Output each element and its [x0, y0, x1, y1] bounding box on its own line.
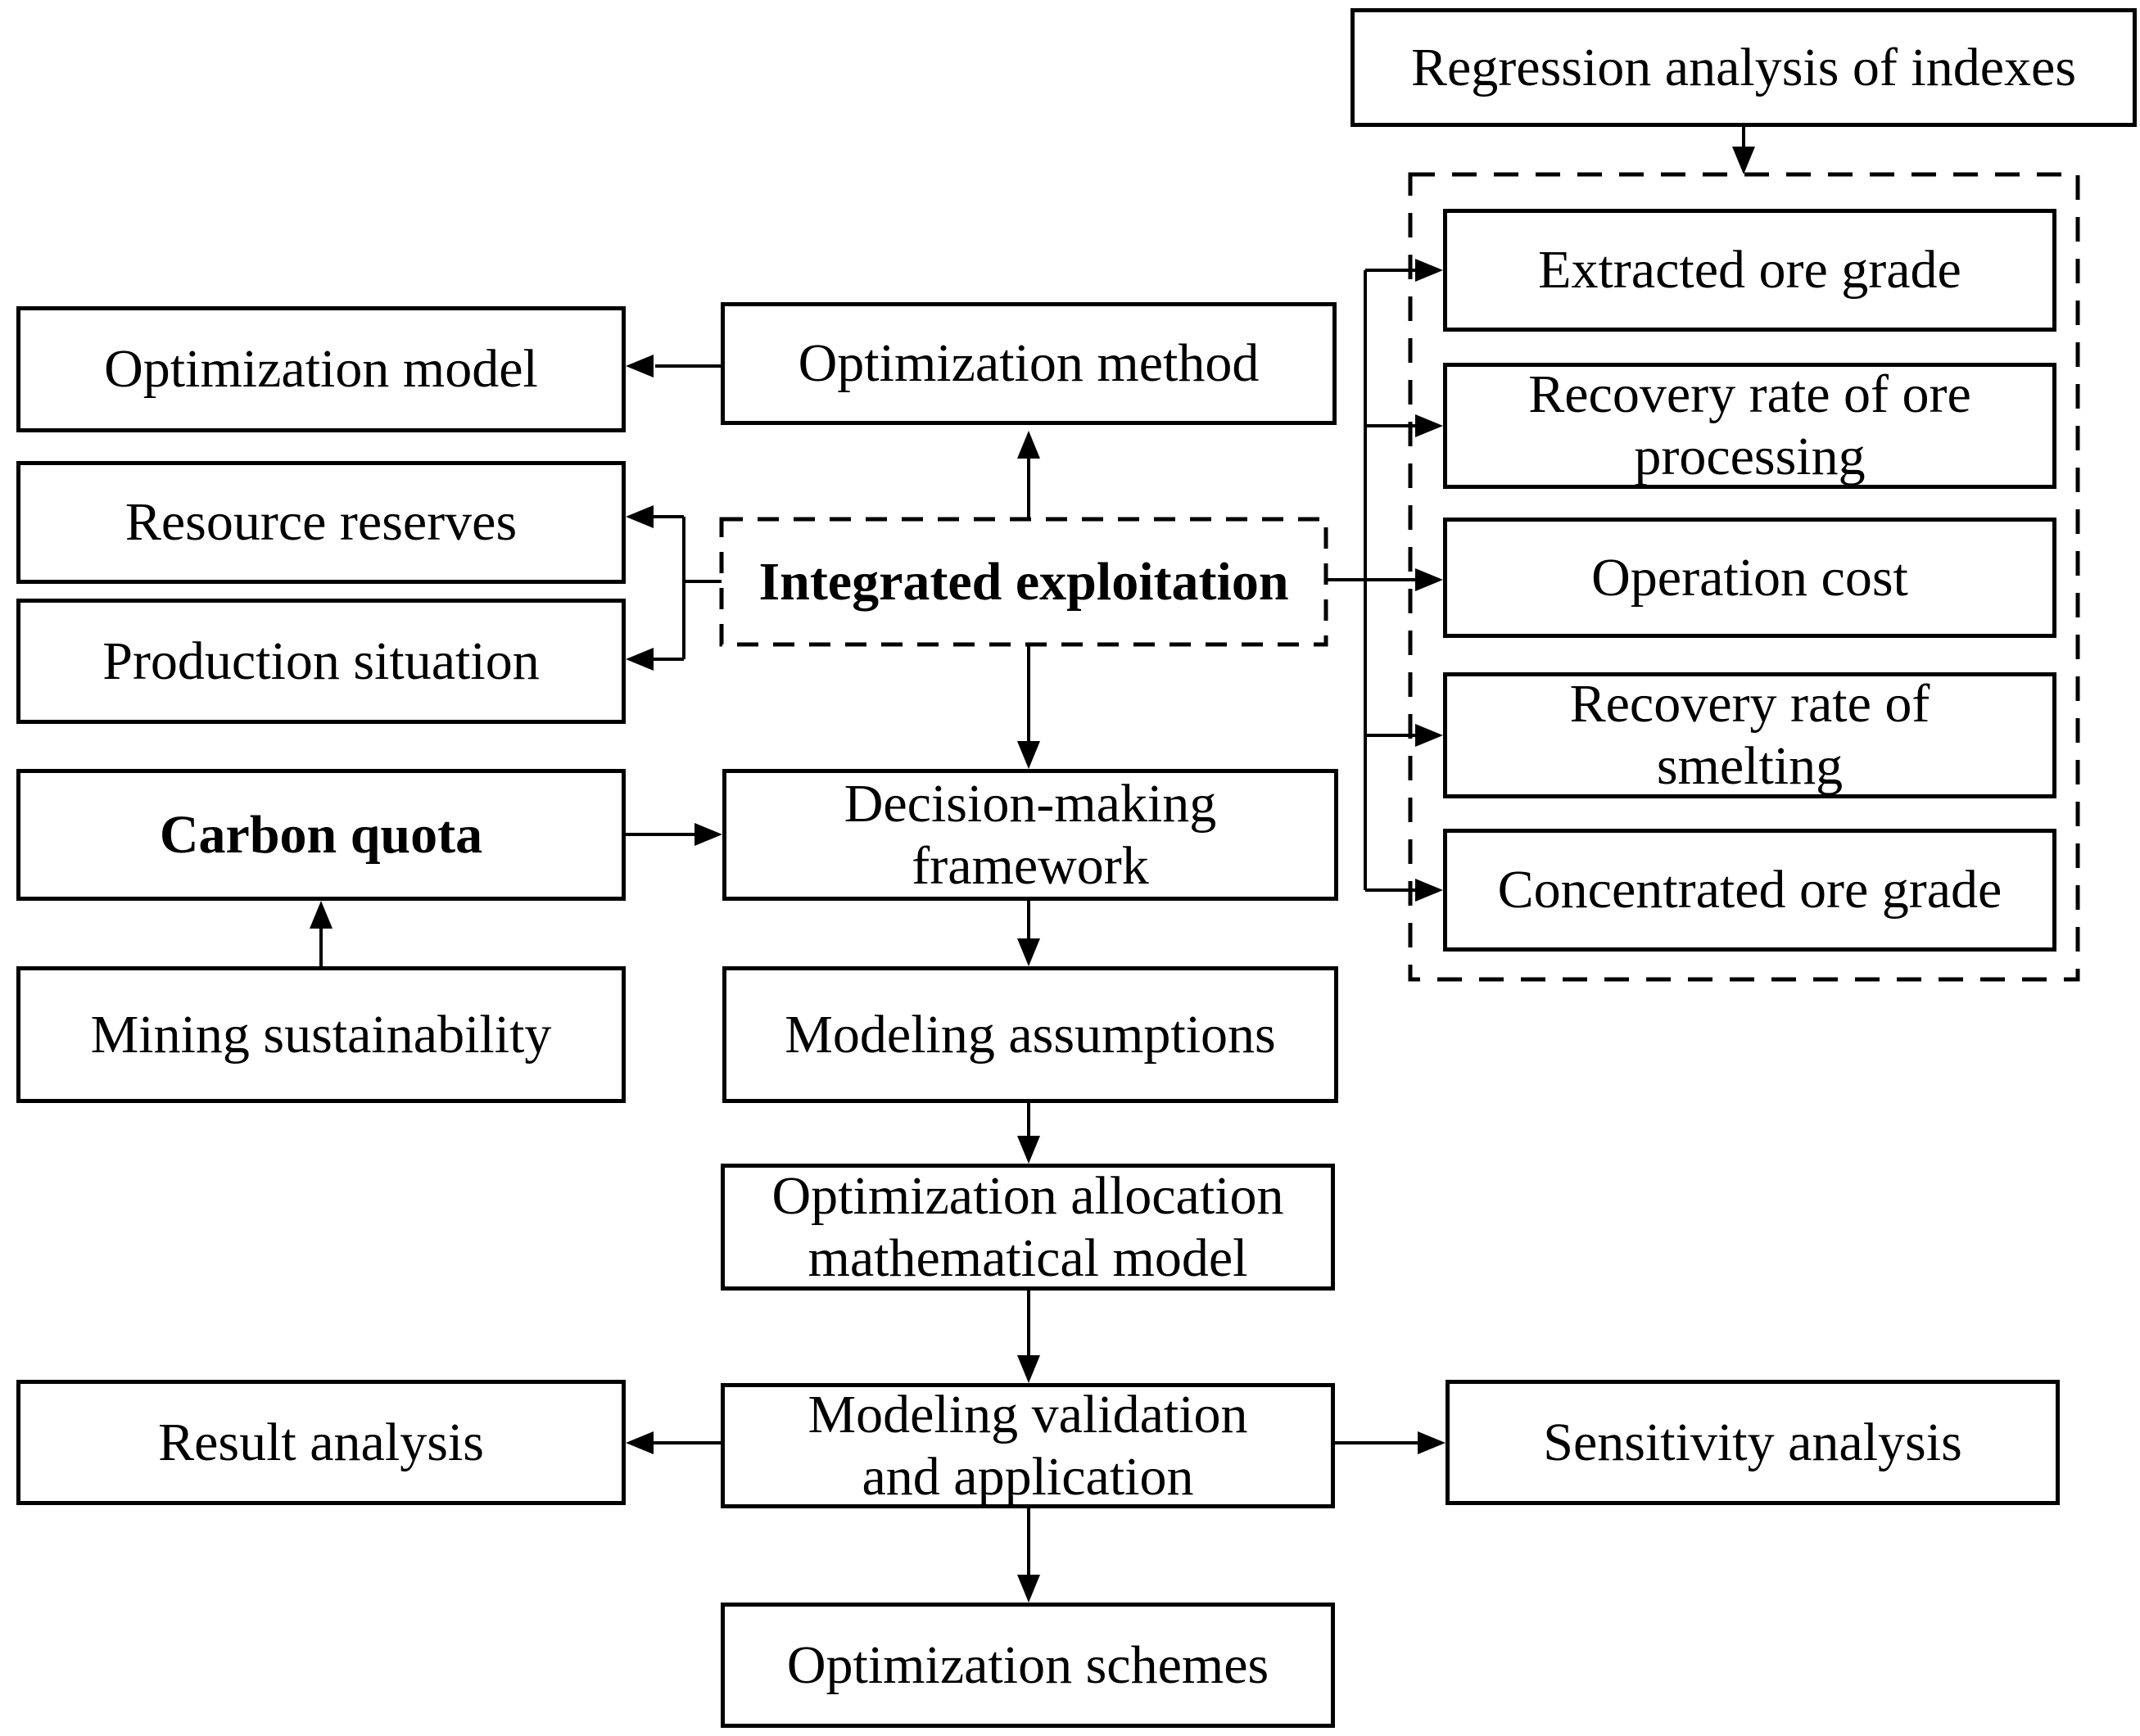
node-recovery-rate-smelting: Recovery rate of smelting — [1443, 672, 2056, 798]
node-carbon-quota: Carbon quota — [16, 769, 626, 901]
node-modeling-validation: Modeling validation and application — [721, 1383, 1335, 1508]
arrow-integrated-to-method — [1017, 431, 1040, 519]
indexes-group-outline — [1408, 172, 2080, 982]
node-optimization-model: Optimization model — [16, 306, 626, 432]
node-extracted-ore-grade: Extracted ore grade — [1443, 209, 2056, 332]
node-optimization-allocation-model: Optimization allocation mathematical mod… — [721, 1164, 1335, 1291]
node-result-analysis: Result analysis — [16, 1380, 626, 1505]
integrated-exploitation-outline — [719, 517, 1328, 647]
arrow-integrated-to-reserves-and-production — [626, 505, 722, 671]
arrow-integrated-to-indexes — [1326, 259, 1443, 902]
node-sensitivity-analysis: Sensitivity analysis — [1446, 1380, 2060, 1505]
node-mining-sustainability: Mining sustainability — [16, 966, 626, 1103]
node-resource-reserves: Resource reserves — [16, 461, 626, 584]
node-operation-cost: Operation cost — [1443, 518, 2056, 638]
node-production-situation: Production situation — [16, 599, 626, 724]
node-integrated-exploitation: Integrated exploitation — [758, 551, 1289, 612]
node-recovery-rate-ore-processing: Recovery rate of ore processing — [1443, 363, 2056, 489]
node-optimization-method: Optimization method — [721, 302, 1337, 425]
arrow-validation-to-sensitivity — [1335, 1431, 1446, 1454]
node-concentrated-ore-grade: Concentrated ore grade — [1443, 829, 2056, 952]
node-regression-analysis: Regression analysis of indexes — [1351, 8, 2137, 127]
node-modeling-assumptions: Modeling assumptions — [722, 966, 1338, 1103]
node-optimization-schemes: Optimization schemes — [721, 1603, 1335, 1728]
arrow-carbon-to-decision — [626, 823, 722, 846]
arrow-validation-to-schemes — [1017, 1508, 1040, 1603]
arrow-method-to-model — [626, 355, 721, 377]
arrow-mining-to-carbon — [310, 901, 333, 966]
arrow-integrated-to-decision — [1017, 644, 1040, 769]
arrow-assumptions-to-allocation — [1017, 1103, 1040, 1164]
arrow-validation-to-result — [626, 1431, 721, 1454]
arrow-regression-to-indexes — [1732, 127, 1755, 174]
node-decision-making-framework: Decision-making framework — [722, 769, 1338, 901]
arrow-allocation-to-validation — [1017, 1291, 1040, 1383]
arrow-decision-to-assumptions — [1017, 901, 1040, 966]
